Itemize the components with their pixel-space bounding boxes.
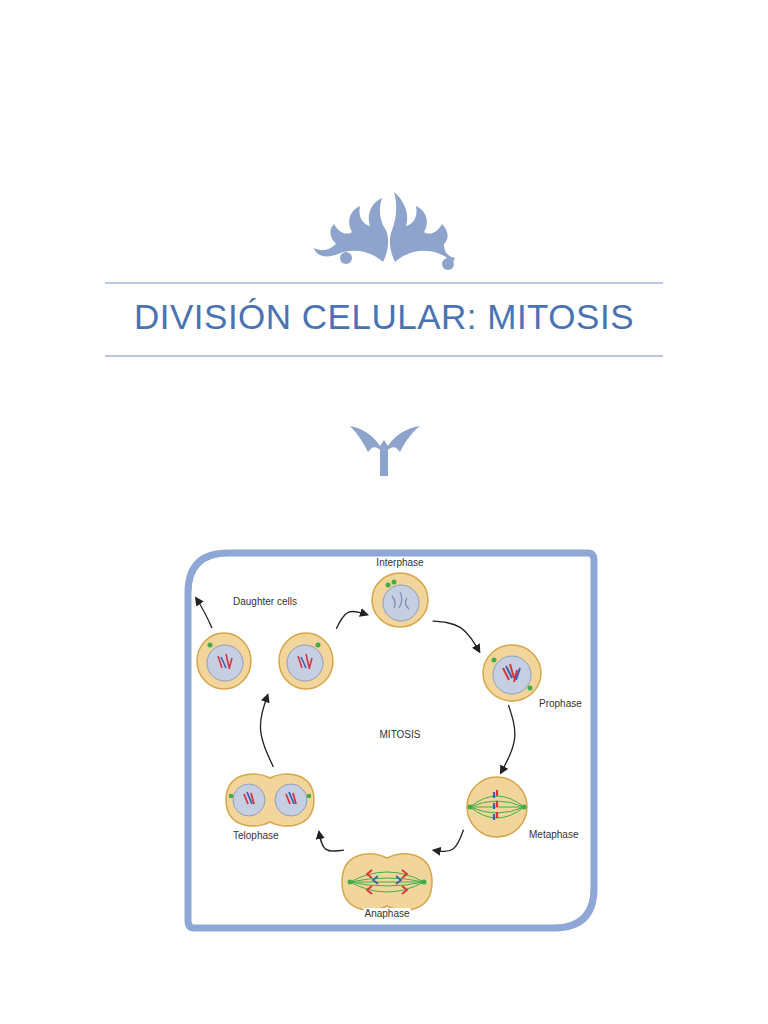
cell-anaphase	[350, 872, 424, 892]
ornament	[314, 198, 388, 262]
cycle-arrow	[501, 705, 515, 773]
cell-stage: Metaphase	[466, 776, 528, 838]
cell-interphase	[386, 583, 391, 588]
cycle-arrow	[336, 611, 367, 628]
title-rule	[105, 283, 663, 284]
cell-telophase	[226, 774, 314, 826]
cycle-arrow	[196, 598, 212, 628]
cell-daughter	[279, 633, 333, 689]
stage-label: Anaphase	[363, 908, 410, 920]
cell-telophase	[226, 774, 314, 826]
cell-metaphase	[493, 792, 495, 820]
ornament	[340, 252, 352, 264]
cell-anaphase	[422, 880, 427, 885]
ornament	[390, 192, 455, 262]
cell-telophase	[233, 784, 265, 816]
cell-interphase	[392, 580, 397, 585]
cell-stage: Prophase	[482, 644, 542, 702]
cell-telophase	[229, 794, 234, 799]
cell-prophase	[528, 686, 533, 691]
cell-stage: Anaphase	[337, 852, 437, 912]
cell-metaphase	[496, 790, 498, 818]
cycle-arrow	[319, 832, 344, 851]
cell-metaphase	[468, 805, 473, 810]
cell-anaphase	[342, 854, 432, 910]
cell-metaphase	[522, 805, 527, 810]
cell-stage: Interphase	[370, 571, 430, 629]
cell-stage: Daughter cells	[192, 630, 338, 692]
cell-telophase	[244, 793, 296, 804]
cycle-arrow	[433, 621, 480, 652]
cell-metaphase	[467, 777, 527, 837]
cell-daughter	[298, 654, 312, 669]
cell-daughter	[197, 633, 333, 689]
cycle-arrow	[260, 695, 273, 767]
cell-daughter	[316, 643, 321, 648]
cell-daughter	[208, 643, 213, 648]
cell-daughter	[221, 657, 226, 668]
stage-label: Metaphase	[528, 829, 579, 841]
cell-interphase	[372, 573, 428, 627]
stage-label: Interphase	[375, 557, 424, 569]
cell-prophase	[492, 658, 497, 663]
ornament	[350, 426, 420, 476]
ornament	[442, 258, 454, 270]
ornament	[314, 192, 455, 270]
center-label: MITOSIS	[380, 729, 421, 741]
cycle-arrow	[433, 830, 463, 851]
cell-daughter	[197, 633, 251, 689]
cell-telophase	[275, 784, 307, 816]
cell-interphase	[372, 573, 428, 627]
cell-interphase	[383, 585, 419, 621]
cell-metaphase	[467, 777, 527, 837]
cell-daughter	[301, 657, 306, 668]
cell-daughter	[218, 654, 232, 669]
cell-prophase	[483, 645, 541, 701]
stage-label: Prophase	[538, 698, 583, 710]
stage-label: Telophase	[232, 830, 280, 842]
cell-anaphase	[373, 876, 401, 884]
cell-anaphase	[367, 870, 407, 894]
image-frame	[188, 553, 594, 928]
cell-telophase	[307, 794, 312, 799]
cell-stage: Telophase	[226, 770, 326, 830]
image-frame	[188, 553, 594, 928]
cell-anaphase	[342, 854, 432, 910]
cell-interphase	[392, 592, 409, 609]
stage-label: Daughter cells	[232, 596, 298, 608]
cell-telophase	[247, 792, 294, 804]
cell-anaphase	[350, 872, 424, 892]
page-title: DIVISIÓN CELULAR: MITOSIS	[0, 297, 768, 337]
title-rule	[105, 356, 663, 357]
cell-daughter	[287, 645, 323, 681]
cell-prophase	[506, 666, 520, 680]
cell-prophase	[483, 645, 541, 701]
cell-anaphase	[348, 880, 353, 885]
cell-daughter	[207, 645, 243, 681]
cell-prophase	[493, 656, 531, 694]
ornament	[350, 426, 420, 476]
cycle-arrow	[196, 598, 212, 628]
